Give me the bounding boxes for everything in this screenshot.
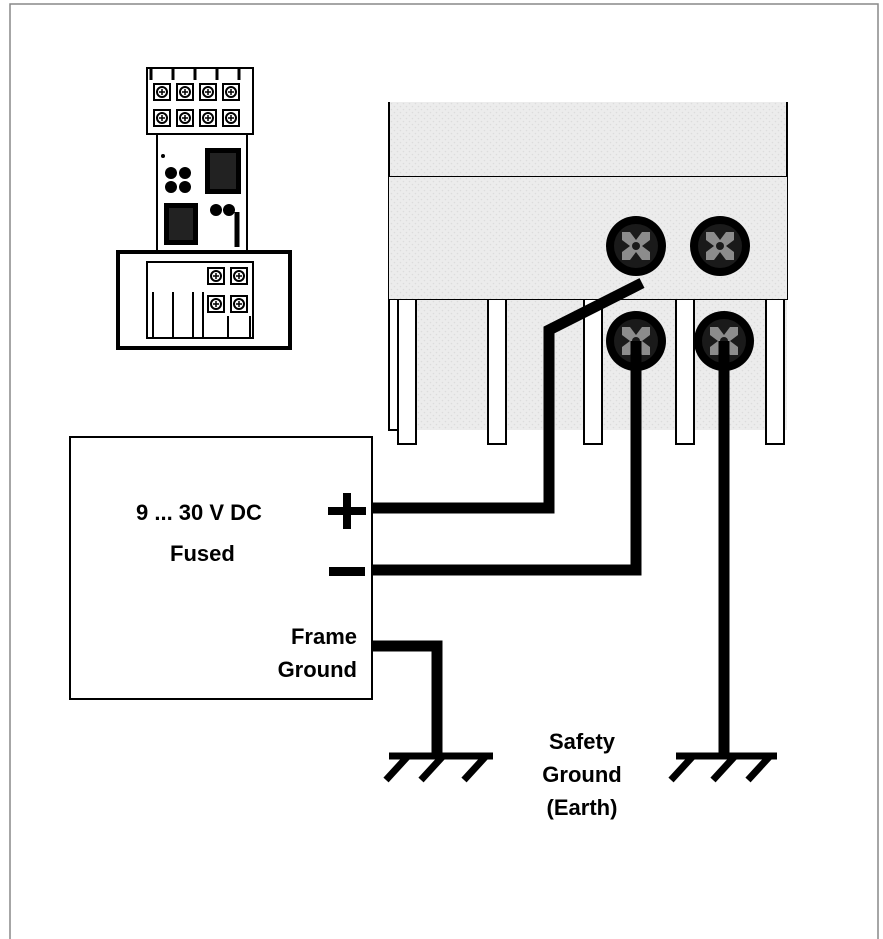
safety-ground-label-line1: Safety bbox=[549, 729, 616, 754]
wire-frame-ground bbox=[370, 640, 443, 756]
frame-ground-label-line2: Ground bbox=[278, 657, 357, 682]
minus-icon bbox=[329, 567, 365, 576]
terminal-screw-plus bbox=[606, 216, 666, 276]
safety-ground-label-line3: (Earth) bbox=[547, 795, 618, 820]
wire-plus bbox=[370, 278, 645, 514]
terminal-block bbox=[388, 102, 788, 445]
safety-ground-symbol bbox=[668, 752, 777, 783]
fused-label: Fused bbox=[170, 541, 235, 566]
page-border bbox=[9, 3, 879, 939]
wire-minus bbox=[370, 341, 642, 576]
wires bbox=[370, 278, 730, 756]
voltage-label: 9 ... 30 V DC bbox=[136, 500, 262, 525]
safety-ground-label-line2: Ground bbox=[542, 762, 621, 787]
power-supply-box bbox=[69, 436, 373, 700]
module-icon bbox=[116, 67, 292, 350]
frame-ground-symbol bbox=[383, 752, 493, 783]
terminal-screw-top-right bbox=[690, 216, 750, 276]
plus-icon bbox=[328, 493, 366, 529]
frame-ground-label-line1: Frame bbox=[291, 624, 357, 649]
